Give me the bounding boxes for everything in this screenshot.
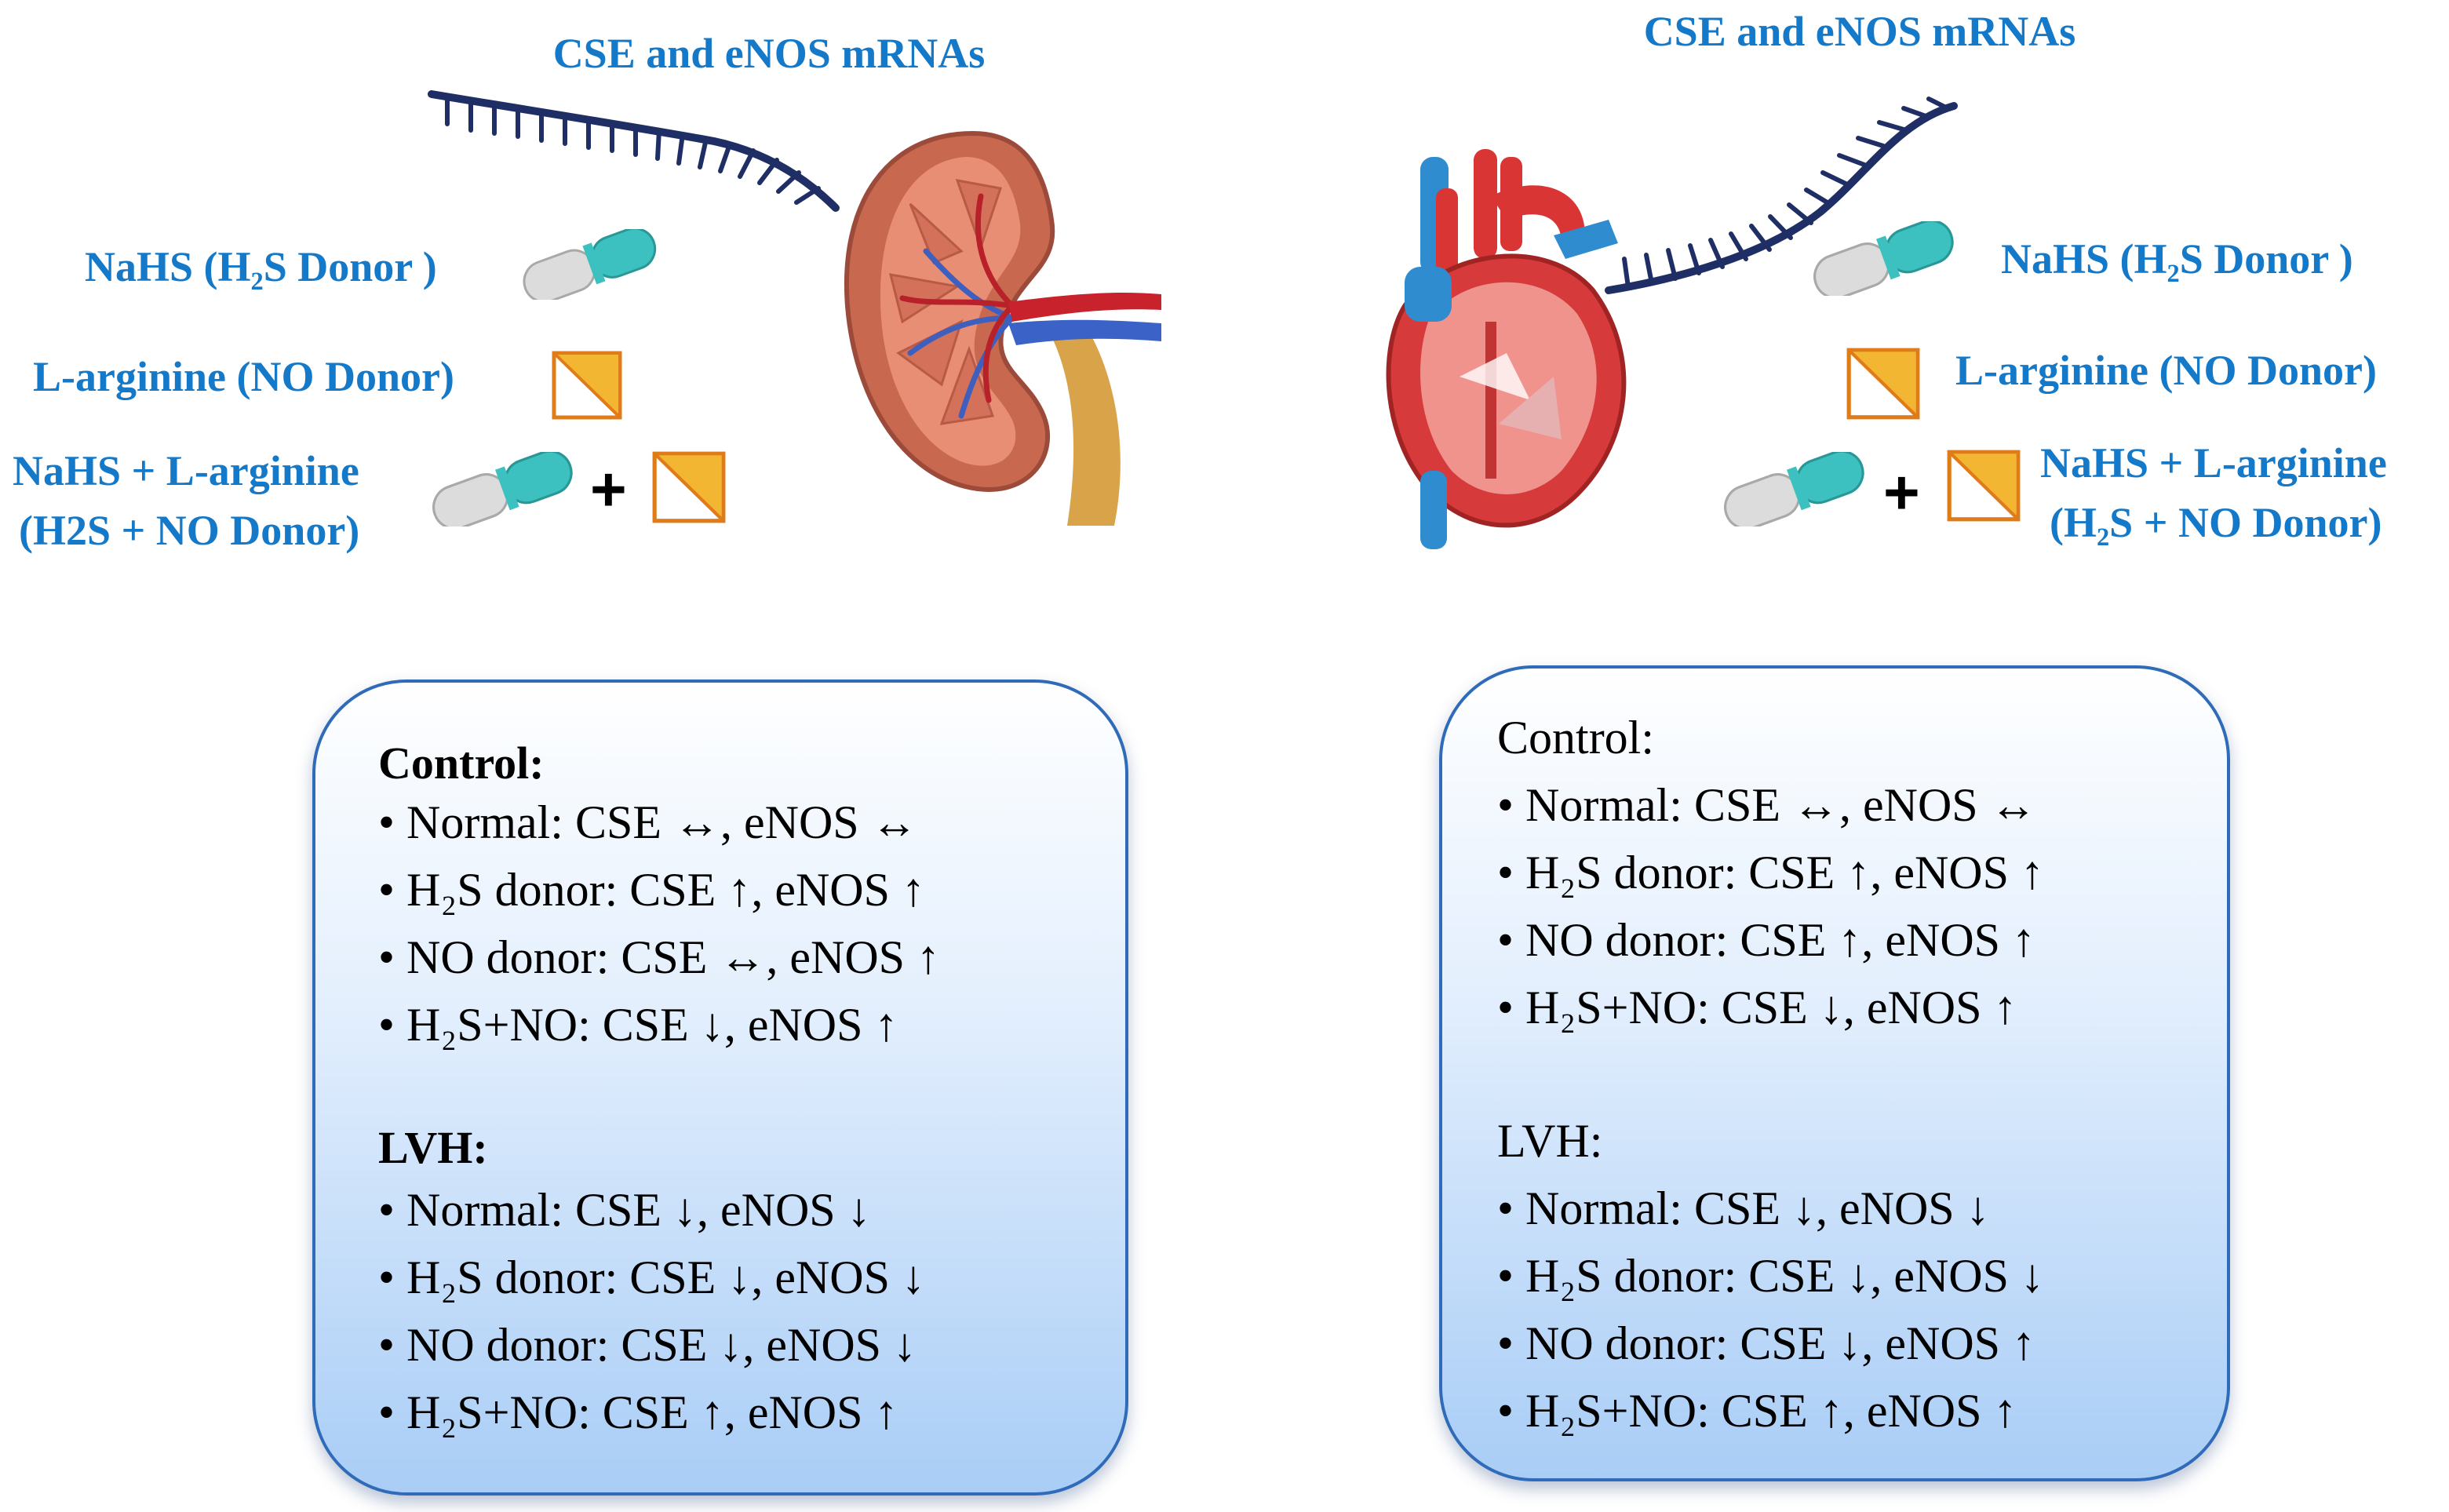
nahs-label: NaHS (H₂S Donor ) — [2001, 235, 2353, 282]
mrna-strand-icon — [1605, 97, 1958, 294]
nahs-label: NaHS (H₂S Donor ) — [85, 243, 437, 290]
lvh-heading: LVH: — [1497, 1115, 1603, 1167]
lvh-h2s-line: • H₂S donor: CSE ↓, eNOS ↓ — [1497, 1250, 2044, 1302]
control-normal-line: • Normal: CSE ↔, eNOS ↔ — [378, 796, 918, 848]
combo-label-line1: NaHS + L-arginine — [13, 447, 359, 494]
lvh-no-line: • NO donor: CSE ↓, eNOS ↓ — [378, 1319, 917, 1371]
control-h2s-line: • H₂S donor: CSE ↑, eNOS ↑ — [378, 864, 925, 916]
larginine-label: L-arginine (NO Donor) — [33, 353, 454, 400]
lvh-normal-line: • Normal: CSE ↓, eNOS ↓ — [1497, 1182, 1990, 1234]
pill-capsule-icon — [432, 452, 573, 526]
heart-results-panel: Control: • Normal: CSE ↔, eNOS ↔ • H₂S d… — [1439, 665, 2230, 1481]
lvh-no-line: • NO donor: CSE ↓, eNOS ↑ — [1497, 1317, 2036, 1369]
mrna-label: CSE and eNOS mRNAs — [552, 30, 986, 77]
pill-capsule-icon — [1724, 452, 1864, 526]
control-no-line: • NO donor: CSE ↔, eNOS ↑ — [378, 931, 941, 983]
pill-capsule-icon — [523, 229, 657, 300]
lvh-normal-line: • Normal: CSE ↓, eNOS ↓ — [378, 1184, 871, 1236]
square-tablet-icon — [1947, 450, 2021, 522]
combo-label-line2: (H₂S + NO Donor) — [2050, 499, 2382, 546]
kidney-icon — [844, 130, 1161, 526]
mrna-strand-icon — [428, 90, 840, 212]
mrna-label: CSE and eNOS mRNAs — [1643, 8, 2076, 55]
larginine-label: L-arginine (NO Donor) — [1955, 347, 2377, 394]
lvh-h2s-line: • H₂S donor: CSE ↓, eNOS ↓ — [378, 1251, 925, 1303]
control-combo-line: • H₂S+NO: CSE ↓, eNOS ↑ — [1497, 982, 2017, 1033]
kidney-results-panel: Control: • Normal: CSE ↔, eNOS ↔ • H₂S d… — [312, 679, 1128, 1496]
square-tablet-icon — [552, 351, 622, 420]
combo-label-line1: NaHS + L-arginine — [2040, 439, 2387, 486]
heart-icon — [1386, 149, 1627, 549]
control-heading: Control: — [1497, 712, 1655, 763]
lvh-combo-line: • H₂S+NO: CSE ↑, eNOS ↑ — [1497, 1385, 2017, 1437]
square-tablet-icon — [1846, 348, 1920, 420]
lvh-heading: LVH: — [378, 1122, 488, 1173]
control-no-line: • NO donor: CSE ↑, eNOS ↑ — [1497, 914, 2036, 966]
lvh-combo-line: • H₂S+NO: CSE ↑, eNOS ↑ — [378, 1386, 898, 1438]
control-normal-line: • Normal: CSE ↔, eNOS ↔ — [1497, 779, 2037, 831]
control-h2s-line: • H₂S donor: CSE ↑, eNOS ↑ — [1497, 847, 2044, 898]
combo-label-line2: (H2S + NO Donor) — [19, 507, 360, 554]
control-combo-line: • H₂S+NO: CSE ↓, eNOS ↑ — [378, 999, 898, 1051]
plus-sign: + — [590, 454, 627, 524]
plus-sign: + — [1883, 457, 1920, 527]
control-heading: Control: — [378, 738, 545, 789]
square-tablet-icon — [652, 451, 726, 523]
pill-capsule-icon — [1813, 221, 1954, 296]
